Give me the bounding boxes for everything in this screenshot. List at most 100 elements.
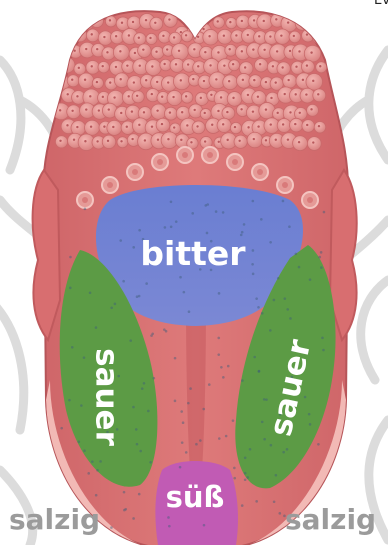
papilla-dot (139, 65, 141, 67)
taste-bud-dot (318, 256, 321, 259)
papilla-dot (120, 112, 122, 114)
taste-bud-dot (215, 210, 218, 213)
papilla-dot (306, 124, 308, 126)
taste-bud-dot (275, 474, 278, 477)
papilla-dot (280, 34, 282, 36)
papilla (169, 32, 181, 44)
papilla-dot (156, 81, 158, 83)
papilla-dot (318, 125, 320, 127)
papilla-dot (89, 95, 91, 97)
papilla (306, 74, 323, 91)
salzig-left-label: salzig (9, 506, 100, 534)
papilla-dot (134, 52, 136, 54)
papilla-dot (108, 108, 110, 110)
ring-papilla-center (282, 182, 288, 188)
papilla-dot (238, 140, 240, 142)
papilla-dot (59, 140, 61, 142)
papilla-dot (232, 63, 234, 65)
papilla-dot (128, 95, 130, 97)
taste-bud-dot (320, 251, 323, 254)
taste-bud-dot (129, 339, 132, 342)
papilla-dot (67, 93, 69, 95)
papilla-dot (284, 93, 286, 95)
taste-bud-dot (170, 200, 173, 203)
papilla (312, 30, 326, 44)
taste-bud-dot (87, 472, 90, 475)
papilla-dot (78, 33, 80, 35)
papilla-dot (312, 80, 314, 82)
papilla-dot (208, 35, 210, 37)
papilla-dot (310, 51, 312, 53)
taste-bud-dot (195, 443, 198, 446)
taste-bud-dot (217, 337, 220, 340)
papilla (167, 90, 182, 105)
papilla-dot (270, 123, 272, 125)
papilla-dot (133, 81, 135, 83)
taste-bud-dot (179, 276, 182, 279)
taste-bud-dot (91, 460, 94, 463)
taste-bud-dot (320, 266, 323, 269)
ring-papilla-center (207, 152, 213, 158)
taste-bud-dot (227, 365, 230, 368)
taste-bud-dot (246, 476, 249, 479)
papilla (67, 75, 79, 87)
taste-bud-dot (308, 413, 311, 416)
papilla-dot (263, 49, 265, 51)
papilla-dot (168, 18, 170, 20)
papilla-dot (295, 66, 297, 68)
taste-bud-dot (323, 211, 326, 214)
papilla (306, 15, 322, 31)
papilla (295, 16, 309, 30)
papilla (98, 61, 109, 72)
taste-bud-dot (187, 402, 190, 405)
papilla-dot (73, 138, 75, 140)
papilla (145, 59, 161, 75)
papilla (203, 29, 219, 45)
papilla-dot (241, 50, 243, 52)
papilla (314, 121, 325, 132)
papilla-dot (106, 51, 108, 53)
taste-bud-dot (183, 291, 186, 294)
papilla-dot (193, 48, 195, 50)
taste-bud-dot (282, 200, 285, 203)
papilla-dot (91, 65, 93, 67)
taste-bud-dot (78, 440, 81, 443)
papilla (200, 108, 211, 119)
papilla (192, 121, 205, 134)
papilla (230, 122, 241, 133)
papilla-dot (312, 141, 314, 143)
taste-bud-dot (241, 504, 244, 507)
taste-bud-dot (60, 427, 63, 430)
taste-bud-dot (252, 200, 255, 203)
taste-bud-dot (175, 220, 178, 223)
papilla-dot (305, 93, 307, 95)
papilla-dot (73, 21, 75, 23)
taste-bud-dot (258, 370, 261, 373)
taste-bud-dot (114, 303, 117, 306)
papilla-dot (76, 126, 78, 128)
papilla (307, 104, 319, 116)
papilla-dot (173, 126, 175, 128)
taste-bud-dot (95, 326, 98, 329)
papilla-dot (242, 79, 244, 81)
papilla-dot (115, 35, 117, 37)
papilla (304, 45, 321, 62)
taste-bud-dot (321, 337, 324, 340)
taste-bud-dot (269, 241, 272, 244)
papilla-dot (85, 48, 87, 50)
papilla-dot (252, 48, 254, 50)
papilla (85, 120, 100, 135)
taste-bud-dot (286, 448, 289, 451)
taste-bud-dot (252, 273, 255, 276)
papilla-dot (95, 19, 97, 21)
papilla-dot (186, 124, 188, 126)
papilla-dot (319, 65, 321, 67)
background-line (0, 300, 24, 430)
papilla-dot (121, 22, 123, 24)
taste-bud-dot (191, 212, 194, 215)
taste-bud-dot (80, 404, 83, 407)
taste-bud-dot (261, 421, 264, 424)
papilla-dot (96, 48, 98, 50)
taste-bud-dot (253, 356, 256, 359)
papilla-dot (85, 108, 87, 110)
